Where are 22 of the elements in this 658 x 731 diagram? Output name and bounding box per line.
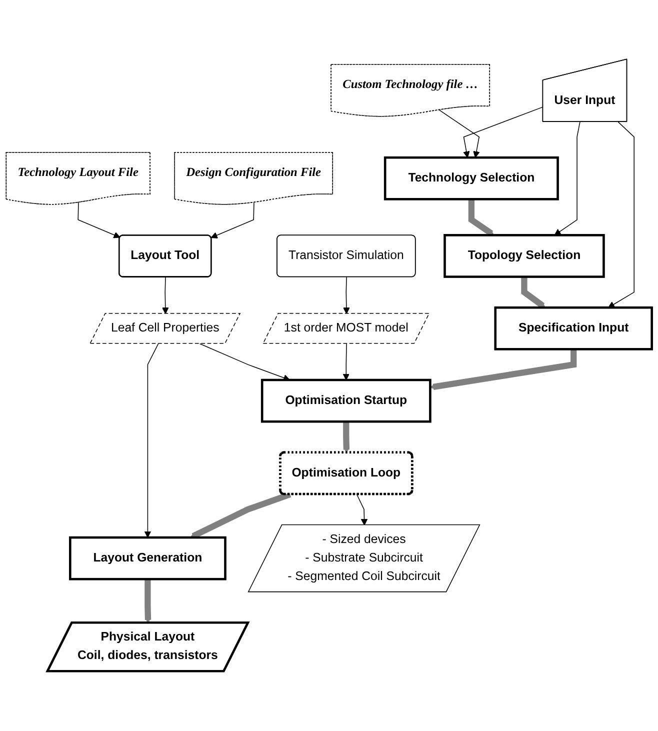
arrow	[343, 277, 350, 314]
arrow	[468, 200, 494, 236]
arrow	[342, 344, 350, 381]
node-box: Optimisation Startup	[260, 379, 432, 424]
arrow	[210, 202, 254, 239]
arrow	[199, 344, 290, 382]
arrow	[343, 422, 350, 454]
arrow	[144, 579, 152, 624]
arrow	[78, 202, 120, 239]
arrow	[356, 494, 368, 526]
node-box: Specification Input	[494, 306, 653, 351]
arrow	[521, 277, 546, 309]
node-box: Topology Selection	[444, 234, 605, 278]
arrow	[162, 277, 169, 314]
arrow	[463, 106, 544, 158]
node-box: Technology Selection	[384, 156, 559, 201]
arrow	[430, 350, 577, 390]
arrow	[554, 122, 580, 236]
arrow	[608, 122, 634, 308]
arrow	[438, 110, 480, 158]
arrow	[144, 344, 159, 538]
node-box: Layout Generation	[69, 536, 226, 581]
